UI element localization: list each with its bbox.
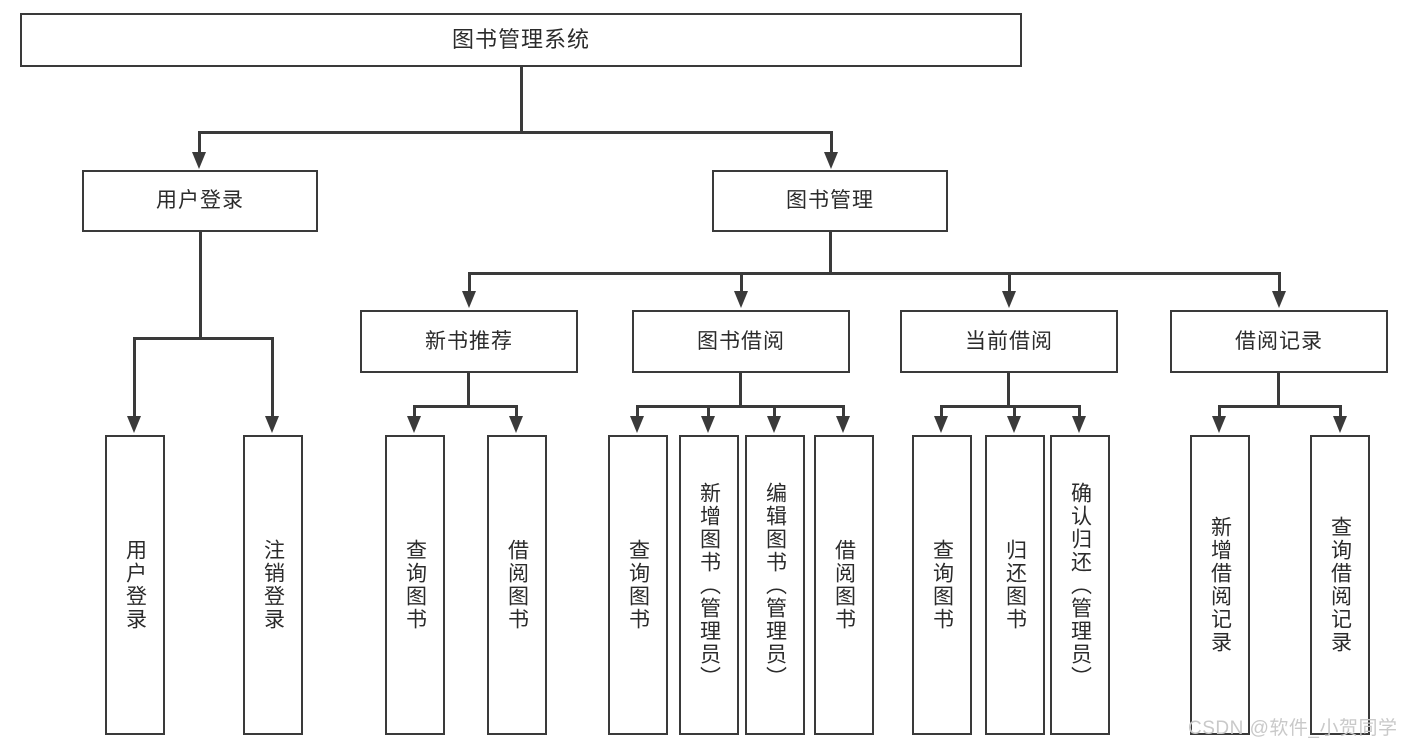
node-book-management-label: 图书管理: [786, 189, 874, 213]
leaf-query-book-current[interactable]: 查询图书: [912, 435, 972, 735]
connector-book-management-bus: [468, 272, 1280, 275]
arrow-to-leaf-query-borrow-record: [1333, 416, 1347, 433]
node-user-login[interactable]: 用户登录: [82, 170, 318, 232]
leaf-return-book-label: 归还图书: [1003, 539, 1027, 631]
connector-user-login-drop-2: [271, 337, 274, 417]
connector-root-bus: [198, 131, 832, 134]
arrow-to-leaf-add-borrow-record: [1212, 416, 1226, 433]
connector-new-book-stem: [467, 373, 470, 406]
leaf-query-book-current-label: 查询图书: [930, 539, 954, 631]
arrow-to-borrow-record: [1272, 291, 1286, 308]
connector-new-book-drop-1: [413, 405, 416, 417]
arrow-to-leaf-logout: [265, 416, 279, 433]
connector-new-book-drop-2: [515, 405, 518, 417]
connector-current-borrow-stem: [1007, 373, 1010, 406]
node-root[interactable]: 图书管理系统: [20, 13, 1022, 67]
arrow-to-leaf-user-login: [127, 416, 141, 433]
connector-current-borrow-drop-3: [1078, 405, 1081, 417]
leaf-query-book-recommend[interactable]: 查询图书: [385, 435, 445, 735]
node-borrow-record-label: 借阅记录: [1235, 329, 1323, 353]
arrow-to-leaf-edit-book-admin: [767, 416, 781, 433]
leaf-confirm-return-admin[interactable]: 确认归还（管理员）: [1050, 435, 1110, 735]
arrow-to-leaf-return-book: [1007, 416, 1021, 433]
connector-level3-drop-4: [1278, 272, 1281, 292]
node-root-label: 图书管理系统: [451, 26, 590, 52]
arrow-to-current-borrow: [1002, 291, 1016, 308]
connector-book-borrow-drop-1: [636, 405, 639, 417]
connector-level3-drop-1: [468, 272, 471, 292]
arrow-to-leaf-query-book-current: [934, 416, 948, 433]
node-new-book-recommend-label: 新书推荐: [425, 329, 513, 353]
leaf-edit-book-admin[interactable]: 编辑图书（管理员）: [745, 435, 805, 735]
connector-borrow-record-drop-1: [1218, 405, 1221, 417]
leaf-user-login[interactable]: 用户登录: [105, 435, 165, 735]
connector-root-stem: [520, 67, 523, 131]
connector-user-login-bus: [133, 337, 272, 340]
arrow-to-leaf-borrow-book-recommend: [509, 416, 523, 433]
arrow-to-leaf-confirm-return-admin: [1072, 416, 1086, 433]
connector-current-borrow-bus: [940, 405, 1080, 408]
leaf-logout[interactable]: 注销登录: [243, 435, 303, 735]
node-user-login-label: 用户登录: [156, 189, 244, 213]
arrow-to-leaf-add-book-admin: [701, 416, 715, 433]
arrow-to-leaf-borrow-book: [836, 416, 850, 433]
leaf-query-book-recommend-label: 查询图书: [403, 539, 427, 631]
node-current-borrow[interactable]: 当前借阅: [900, 310, 1118, 373]
leaf-add-borrow-record-label: 新增借阅记录: [1208, 516, 1232, 654]
leaf-logout-label: 注销登录: [261, 539, 285, 631]
leaf-add-borrow-record[interactable]: 新增借阅记录: [1190, 435, 1250, 735]
leaf-borrow-book-label: 借阅图书: [832, 539, 856, 631]
connector-current-borrow-drop-2: [1013, 405, 1016, 417]
leaf-borrow-book-recommend[interactable]: 借阅图书: [487, 435, 547, 735]
connector-book-management-stem: [829, 232, 832, 273]
connector-user-login-drop-1: [133, 337, 136, 417]
leaf-query-borrow-record[interactable]: 查询借阅记录: [1310, 435, 1370, 735]
csdn-watermark: CSDN @软件_小贺同学: [1188, 718, 1398, 739]
leaf-query-book-borrow[interactable]: 查询图书: [608, 435, 668, 735]
leaf-query-book-borrow-label: 查询图书: [626, 539, 650, 631]
connector-book-borrow-bus: [636, 405, 844, 408]
connector-new-book-bus: [413, 405, 517, 408]
node-book-borrow[interactable]: 图书借阅: [632, 310, 850, 373]
node-new-book-recommend[interactable]: 新书推荐: [360, 310, 578, 373]
leaf-add-book-admin[interactable]: 新增图书（管理员）: [679, 435, 739, 735]
connector-borrow-record-stem: [1277, 373, 1280, 406]
leaf-borrow-book-recommend-label: 借阅图书: [505, 539, 529, 631]
arrow-to-leaf-query-book-recommend: [407, 416, 421, 433]
leaf-return-book[interactable]: 归还图书: [985, 435, 1045, 735]
connector-borrow-record-bus: [1218, 405, 1342, 408]
node-current-borrow-label: 当前借阅: [965, 329, 1053, 353]
connector-borrow-record-drop-2: [1339, 405, 1342, 417]
node-book-management[interactable]: 图书管理: [712, 170, 948, 232]
connector-user-login-stem: [199, 232, 202, 337]
leaf-user-login-label: 用户登录: [123, 539, 147, 631]
node-borrow-record[interactable]: 借阅记录: [1170, 310, 1388, 373]
connector-book-borrow-stem: [739, 373, 742, 406]
connector-root-drop-left: [198, 131, 201, 153]
leaf-edit-book-admin-label: 编辑图书（管理员）: [763, 481, 787, 689]
connector-book-borrow-drop-2: [707, 405, 710, 417]
node-book-borrow-label: 图书借阅: [697, 329, 785, 353]
leaf-confirm-return-admin-label: 确认归还（管理员）: [1068, 481, 1092, 689]
arrow-to-book-borrow: [734, 291, 748, 308]
arrow-to-leaf-query-book-borrow: [630, 416, 644, 433]
connector-book-borrow-drop-4: [842, 405, 845, 417]
leaf-borrow-book[interactable]: 借阅图书: [814, 435, 874, 735]
leaf-add-book-admin-label: 新增图书（管理员）: [697, 481, 721, 689]
arrow-to-new-book-recommend: [462, 291, 476, 308]
connector-level3-drop-3: [1008, 272, 1011, 292]
connector-book-borrow-drop-3: [773, 405, 776, 417]
arrow-to-book-management: [824, 152, 838, 169]
leaf-query-borrow-record-label: 查询借阅记录: [1328, 516, 1352, 654]
connector-level3-drop-2: [740, 272, 743, 292]
connector-current-borrow-drop-1: [940, 405, 943, 417]
connector-root-drop-right: [830, 131, 833, 153]
arrow-to-user-login: [192, 152, 206, 169]
